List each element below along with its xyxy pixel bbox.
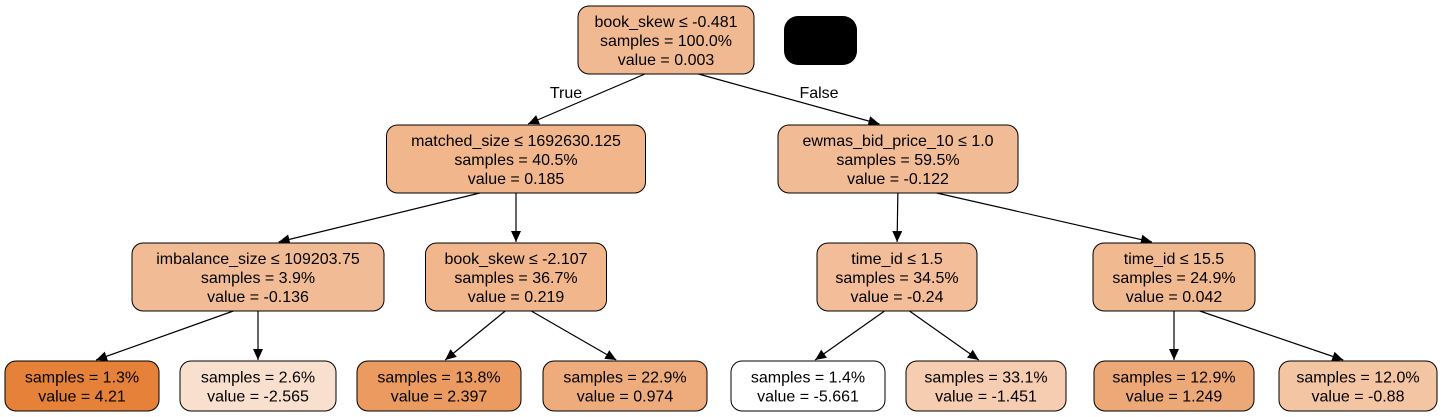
tree-node-n3: imbalance_size ≤ 109203.75 samples = 3.9%… [131, 242, 385, 312]
node-box [1278, 360, 1438, 412]
redaction-box [784, 16, 857, 65]
node-samples: samples = 2.6% [201, 370, 315, 387]
node-box [356, 360, 522, 412]
node-split-rule: book_skew ≤ -2.107 [444, 251, 587, 268]
tree-node-leaf7: samples = 12.9% value = 1.249 [1093, 360, 1255, 412]
node-value: value = -5.661 [757, 389, 859, 406]
node-split-rule: time_id ≤ 15.5 [1124, 251, 1224, 268]
edge-arrow-root-n2 [698, 73, 880, 126]
tree-node-n2: ewmas_bid_price_10 ≤ 1.0 samples = 59.5% v… [777, 124, 1019, 194]
edge-arrow-n1-n3 [278, 192, 481, 245]
edge-arrow-root-n1 [527, 73, 646, 125]
node-value: value = -0.136 [207, 289, 309, 306]
tree-node-leaf5: samples = 1.4% value = -5.661 [730, 360, 886, 412]
tree-node-leaf6: samples = 33.1% value = -1.451 [905, 360, 1067, 412]
tree-node-n4: book_skew ≤ -2.107 samples = 36.7% value =… [425, 242, 607, 312]
node-box [131, 242, 385, 312]
node-value: value = -0.122 [847, 171, 949, 188]
node-split-rule: time_id ≤ 1.5 [851, 251, 943, 268]
node-box [4, 360, 160, 412]
node-samples: samples = 100.0% [600, 33, 732, 50]
node-box [386, 124, 646, 194]
edge-arrow-n2-n5 [892, 192, 903, 243]
node-value: value = -2.565 [207, 389, 309, 406]
edges-layer: True False [95, 73, 1344, 362]
node-samples: samples = 13.8% [377, 370, 500, 387]
node-value: value = 2.397 [391, 389, 488, 406]
tree-node-leaf1: samples = 1.3% value = 4.21 [4, 360, 160, 412]
tree-node-root: book_skew ≤ -0.481 samples = 100.0% value … [577, 5, 755, 75]
nodes-layer: book_skew ≤ -0.481 samples = 100.0% value … [4, 5, 1438, 412]
node-box [577, 5, 755, 75]
node-samples: samples = 12.9% [1112, 370, 1235, 387]
node-value: value = 0.042 [1126, 289, 1223, 306]
node-samples: samples = 1.4% [751, 370, 865, 387]
node-samples: samples = 36.7% [454, 270, 577, 287]
node-samples: samples = 12.0% [1296, 370, 1419, 387]
node-value: value = 0.974 [577, 389, 674, 406]
node-value: value = 1.249 [1126, 389, 1223, 406]
node-samples: samples = 34.5% [835, 270, 958, 287]
edge-arrow-n4-leaf4 [530, 310, 617, 361]
node-samples: samples = 3.9% [201, 270, 315, 287]
node-box [905, 360, 1067, 412]
tree-node-leaf2: samples = 2.6% value = -2.565 [179, 360, 337, 412]
tree-node-leaf8: samples = 12.0% value = -0.88 [1278, 360, 1438, 412]
node-split-rule: book_skew ≤ -0.481 [594, 14, 737, 31]
node-value: value = -1.451 [935, 389, 1037, 406]
tree-node-n1: matched_size ≤ 1692630.125 samples = 40.5… [386, 124, 646, 194]
node-box [816, 242, 978, 312]
tree-node-n5: time_id ≤ 1.5 samples = 34.5% value = -0.2… [816, 242, 978, 312]
edge-label-false: False [799, 85, 838, 102]
node-box [542, 360, 708, 412]
node-split-rule: ewmas_bid_price_10 ≤ 1.0 [802, 133, 993, 150]
edge-arrow-n3-leaf1 [95, 310, 234, 362]
node-box [179, 360, 337, 412]
edge-arrow-n5-leaf5 [814, 310, 885, 361]
node-box [425, 242, 607, 312]
node-samples: samples = 59.5% [836, 152, 959, 169]
node-box [777, 124, 1019, 194]
tree-node-n6: time_id ≤ 15.5 samples = 24.9% value = 0.0… [1092, 242, 1256, 312]
node-split-rule: matched_size ≤ 1692630.125 [411, 133, 621, 150]
node-box [1092, 242, 1256, 312]
edge-arrow-n4-leaf3 [444, 310, 506, 361]
node-value: value = 0.219 [468, 289, 565, 306]
node-split-rule: imbalance_size ≤ 109203.75 [156, 251, 360, 268]
node-samples: samples = 24.9% [1112, 270, 1235, 287]
node-value: value = -0.88 [1312, 389, 1405, 406]
node-box [730, 360, 886, 412]
node-value: value = 4.21 [38, 389, 126, 406]
edge-label-true: True [550, 85, 582, 102]
tree-node-leaf3: samples = 13.8% value = 2.397 [356, 360, 522, 412]
edge-arrow-n5-leaf6 [909, 310, 980, 361]
node-samples: samples = 1.3% [25, 370, 139, 387]
node-samples: samples = 22.9% [563, 370, 686, 387]
node-samples: samples = 40.5% [454, 152, 577, 169]
edge-arrow-n2-n6 [936, 192, 1153, 245]
edge-arrow-n6-leaf8 [1199, 310, 1344, 362]
node-value: value = 0.003 [618, 52, 715, 69]
node-value: value = 0.185 [468, 171, 565, 188]
tree-node-leaf4: samples = 22.9% value = 0.974 [542, 360, 708, 412]
node-samples: samples = 33.1% [924, 370, 1047, 387]
node-box [1093, 360, 1255, 412]
node-value: value = -0.24 [851, 289, 944, 306]
